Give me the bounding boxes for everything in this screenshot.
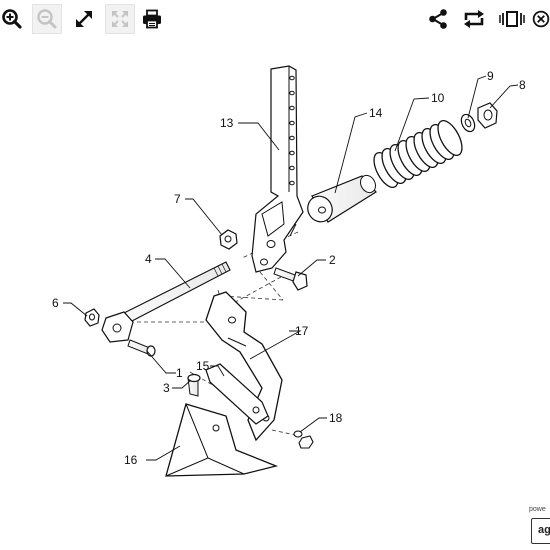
brand-logo-text: ag <box>538 524 550 536</box>
hotspot-toggle-button[interactable] <box>497 4 527 34</box>
brand-logo: ag <box>531 518 550 544</box>
print-button[interactable] <box>137 4 167 34</box>
callout-1[interactable]: 1 <box>176 366 183 380</box>
callout-3[interactable]: 3 <box>163 381 170 395</box>
zoom-in-button[interactable] <box>0 4 27 34</box>
callout-6[interactable]: 6 <box>52 296 59 310</box>
share-button[interactable] <box>423 4 453 34</box>
expand-icon <box>76 11 92 27</box>
fullscreen-button[interactable] <box>105 4 135 34</box>
rotate-icon <box>464 10 484 28</box>
fullscreen-icon <box>112 11 128 27</box>
part-6-nut <box>84 308 100 327</box>
part-14-pivot-sleeve <box>307 174 377 223</box>
viewer-toolbar <box>0 0 550 40</box>
callout-2[interactable]: 2 <box>329 253 336 267</box>
zoom-out-button[interactable] <box>32 4 62 34</box>
exploded-view-drawing: 13 14 10 9 8 7 2 4 6 1 3 15 17 16 18 <box>52 65 526 477</box>
zoom-out-icon <box>37 9 57 29</box>
part-1-bolt <box>127 339 156 357</box>
printer-icon <box>143 9 161 29</box>
callout-15[interactable]: 15 <box>196 359 210 373</box>
callout-8[interactable]: 8 <box>519 78 526 92</box>
fit-view-button[interactable] <box>69 4 99 34</box>
rotate-button[interactable] <box>459 4 489 34</box>
parts-diagram: 13 14 10 9 8 7 2 4 6 1 3 15 17 16 18 <box>0 48 550 508</box>
powered-by-label: powe <box>529 506 546 513</box>
callout-7[interactable]: 7 <box>174 192 181 206</box>
callout-leaders <box>63 75 519 461</box>
part-13-shank <box>251 65 304 273</box>
part-7-nut <box>219 229 238 250</box>
callout-labels: 13 14 10 9 8 7 2 4 6 1 3 15 17 16 18 <box>52 69 526 467</box>
part-16-sweep-share <box>165 403 279 477</box>
close-button[interactable] <box>532 4 550 34</box>
close-icon <box>532 10 550 28</box>
part-9-washer <box>460 113 476 133</box>
part-3-bolt <box>187 373 201 397</box>
callout-9[interactable]: 9 <box>487 69 494 83</box>
callout-16[interactable]: 16 <box>124 453 138 467</box>
part-4-long-bolt <box>101 261 231 343</box>
zoom-in-icon <box>2 9 22 29</box>
part-8-nut <box>477 102 498 129</box>
callout-4[interactable]: 4 <box>145 252 152 266</box>
callout-17[interactable]: 17 <box>295 324 309 338</box>
part-15-arm <box>205 363 269 425</box>
callout-18[interactable]: 18 <box>329 411 343 425</box>
callout-10[interactable]: 10 <box>431 91 445 105</box>
callout-14[interactable]: 14 <box>369 106 383 120</box>
hotspot-icon <box>499 11 525 27</box>
powered-by-badge[interactable]: powe ag <box>529 506 550 550</box>
part-18-nut <box>293 430 314 449</box>
share-icon <box>429 9 447 29</box>
part-10-coil-spring <box>373 120 463 188</box>
callout-13[interactable]: 13 <box>220 116 234 130</box>
part-2-bolt <box>273 267 308 291</box>
